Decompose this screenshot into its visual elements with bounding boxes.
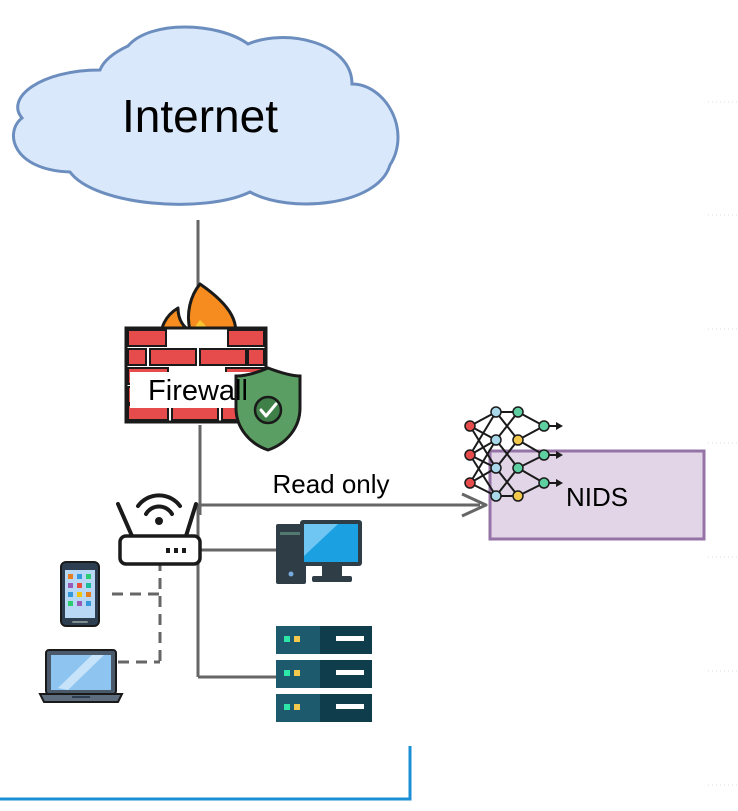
links: [196, 220, 488, 679]
read-only-label: Read only: [272, 469, 389, 499]
server-unit-2: [276, 660, 372, 688]
smartphone-icon: [60, 561, 100, 627]
firewall-icon: Firewall: [124, 282, 302, 452]
pc-tower: [276, 524, 306, 584]
nids-label: NIDS: [566, 482, 628, 512]
nids-box: [488, 449, 706, 541]
cloud-shape: [12, 25, 400, 206]
router-body: [118, 534, 202, 566]
background-grid: [708, 101, 738, 786]
check-icon: [259, 402, 278, 418]
internet-label: Internet: [122, 90, 278, 142]
firewall-label: Firewall: [148, 375, 248, 407]
read-only-arrowhead: [461, 492, 488, 518]
wireless-links: [112, 560, 162, 664]
wifi-router-icon: [116, 493, 202, 566]
nids-node: NIDS: [488, 449, 706, 541]
wifi-icon: [136, 493, 182, 516]
desktop-computer-icon: [276, 520, 362, 584]
server-rack-icon: [276, 626, 372, 722]
laptop-icon: [38, 649, 124, 703]
network-boundary: [0, 746, 412, 801]
server-unit-3: [276, 694, 372, 722]
internet-cloud: Internet: [12, 25, 400, 206]
neural-network-icon: [464, 406, 563, 502]
server-unit-1: [276, 626, 372, 654]
